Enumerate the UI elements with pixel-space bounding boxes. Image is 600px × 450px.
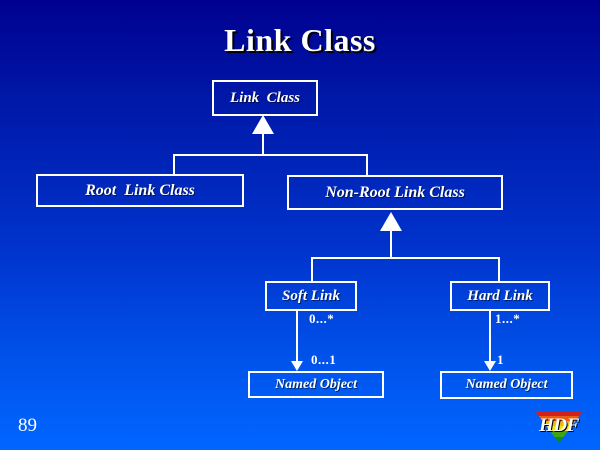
node-hard-link[interactable]: Hard Link (450, 281, 550, 311)
connector-link-class-stem (262, 133, 264, 155)
node-named-object-right[interactable]: Named Object (440, 371, 573, 399)
hdf-logo-text: HDF (539, 415, 579, 436)
multiplicity-soft-link-source: 0...* (309, 311, 335, 326)
hdf-logo-triangle-icon (535, 411, 583, 443)
connector-row2-bus (173, 154, 368, 156)
association-hard-link-line (489, 311, 491, 363)
node-root-link-class[interactable]: Root Link Class (36, 174, 244, 207)
association-soft-link-line (296, 311, 298, 363)
connector-non-root-stem (390, 230, 392, 257)
node-named-object-left-label: Named Object (274, 376, 358, 392)
node-root-link-class-label: Root Link Class (85, 181, 195, 199)
node-link-class[interactable]: Link Class (212, 80, 318, 116)
hdf-logo: HDF (533, 409, 585, 445)
connector-to-non-root-link (366, 154, 368, 176)
page-title: Link Class (224, 22, 376, 58)
node-link-class-label: Link Class (229, 89, 301, 106)
multiplicity-soft-link-target: 0...1 (311, 352, 337, 367)
association-hard-link-arrowhead (484, 361, 496, 371)
multiplicity-hard-link-target: 1 (497, 352, 504, 367)
node-soft-link[interactable]: Soft Link (265, 281, 357, 311)
page-number: 89 (18, 415, 37, 436)
connector-to-root-link (173, 154, 175, 175)
generalization-arrow-to-link-class (252, 115, 274, 134)
association-soft-link-arrowhead (291, 361, 303, 371)
multiplicity-hard-link-source: 1...* (495, 311, 521, 326)
node-soft-link-label: Soft Link (282, 287, 340, 304)
node-named-object-left[interactable]: Named Object (248, 371, 384, 398)
generalization-arrow-to-non-root-link-class (380, 212, 402, 231)
connector-row3-bus (311, 257, 500, 259)
node-non-root-link-class[interactable]: Non-Root Link Class (287, 175, 503, 210)
node-non-root-link-class-label: Non-Root Link Class (325, 183, 465, 201)
node-named-object-right-label: Named Object (465, 377, 548, 392)
connector-to-soft-link (311, 257, 313, 282)
connector-to-hard-link (498, 257, 500, 282)
node-hard-link-label: Hard Link (467, 287, 533, 304)
